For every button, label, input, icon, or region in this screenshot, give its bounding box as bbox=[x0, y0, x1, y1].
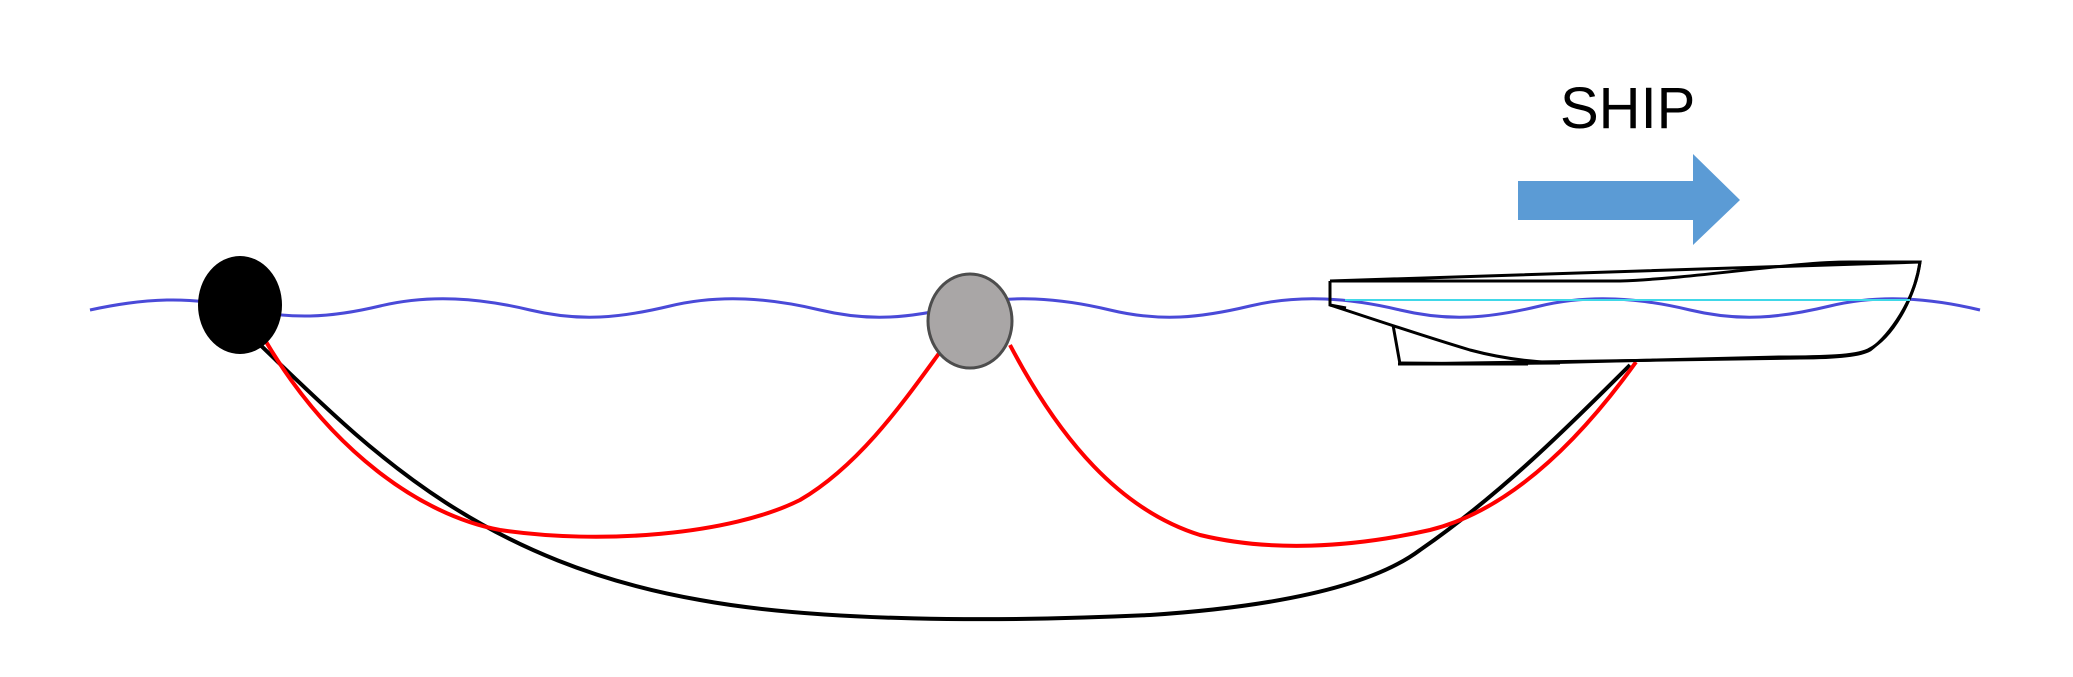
direction-arrow bbox=[1518, 154, 1740, 245]
ship-skeg bbox=[1391, 324, 1561, 366]
water-surface-wave bbox=[89, 297, 1981, 319]
black-buoy bbox=[198, 256, 282, 354]
ship-deck bbox=[1330, 260, 1922, 366]
gray-buoy bbox=[926, 272, 1014, 370]
ship-label: SHIP bbox=[1560, 76, 1695, 141]
ship-hull bbox=[1328, 260, 1922, 366]
black-tow-line bbox=[253, 338, 1632, 622]
red-line-right bbox=[1008, 344, 1638, 548]
red-line-left bbox=[263, 338, 942, 539]
ship-bow-bottom bbox=[1328, 281, 1561, 365]
ship-inner-line bbox=[1329, 303, 1347, 310]
